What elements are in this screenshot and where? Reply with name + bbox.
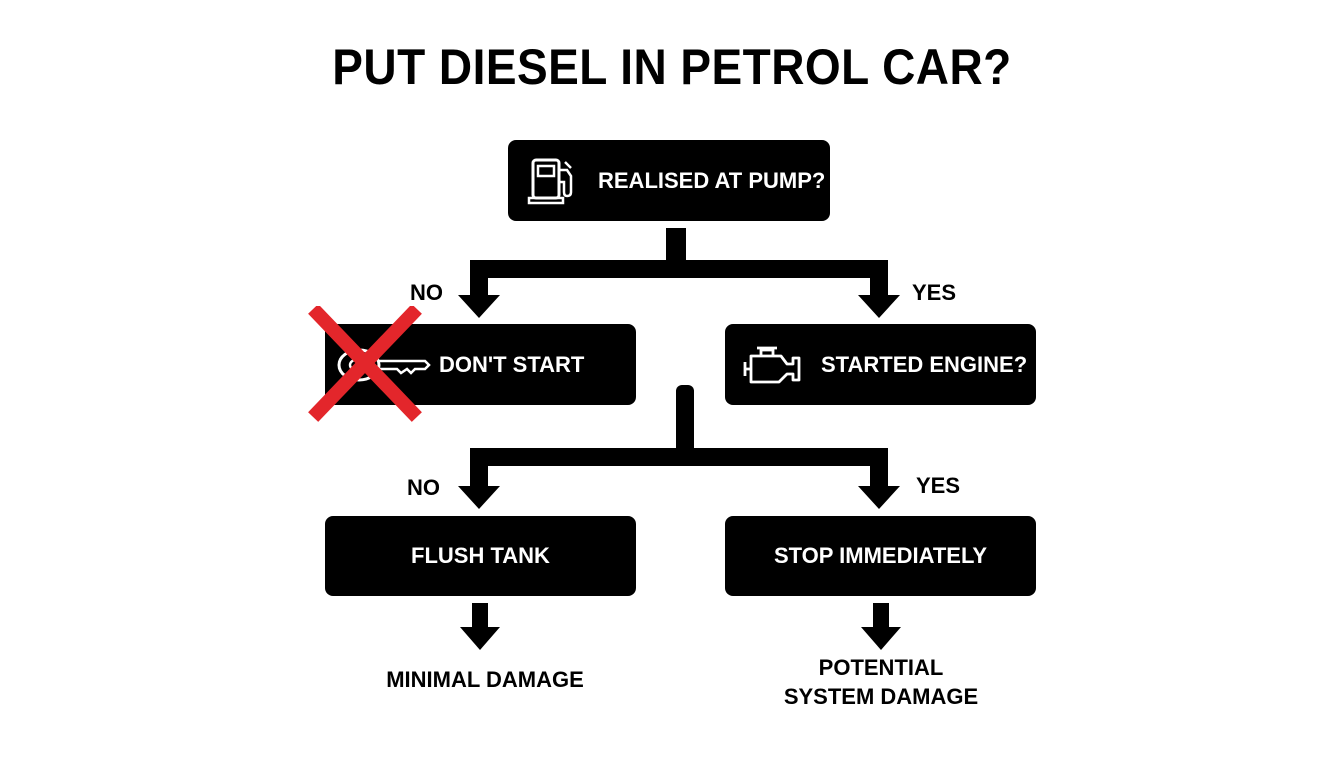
arrow-to-potential-damage [861, 627, 901, 650]
node-label: FLUSH TANK [411, 543, 550, 568]
arrow-to-started [858, 295, 900, 318]
node-flush-tank: FLUSH TANK [325, 516, 636, 596]
connector-engine-stem [676, 385, 694, 457]
connector-engine-bar [470, 448, 888, 466]
fuel-pump-icon [526, 154, 580, 208]
node-realised-at-pump: REALISED AT PUMP? [508, 140, 830, 221]
connector-stop-stem [873, 603, 889, 629]
node-label: DON'T START [439, 351, 585, 377]
arrow-to-flush [458, 486, 500, 509]
connector-engine-right-drop [870, 448, 888, 490]
branch-label-yes: YES [916, 473, 961, 498]
arrow-to-minimal-damage [460, 627, 500, 650]
connector-pump-stem [666, 228, 686, 270]
connector-pump-bar [470, 260, 888, 278]
red-cross-icon [308, 306, 422, 422]
branch-label-no: NO [407, 475, 440, 500]
outcome-minimal-damage: MINIMAL DAMAGE [360, 665, 610, 694]
connector-pump-left-drop [470, 260, 488, 300]
branch-label-no: NO [410, 280, 443, 305]
outcome-text: MINIMAL DAMAGE [386, 667, 584, 692]
node-label: STARTED ENGINE? [821, 351, 1028, 377]
arrow-to-stop [858, 486, 900, 509]
node-stop-immediately: STOP IMMEDIATELY [725, 516, 1036, 596]
outcome-line-1: POTENTIAL [818, 655, 944, 680]
outcome-potential-damage: POTENTIAL SYSTEM DAMAGE [756, 653, 1006, 711]
branch-label-yes: YES [912, 280, 957, 305]
page-title: PUT DIESEL IN PETROL CAR? [332, 39, 1012, 95]
node-dont-start: DON'T START [325, 324, 636, 405]
node-label: REALISED AT PUMP? [598, 167, 826, 193]
arrow-to-dont-start [458, 295, 500, 318]
connector-flush-stem [472, 603, 488, 629]
outcome-line-2: SYSTEM DAMAGE [783, 684, 979, 709]
engine-icon [739, 340, 805, 390]
connector-engine-left-drop [470, 448, 488, 490]
node-started-engine: STARTED ENGINE? [725, 324, 1036, 405]
connector-pump-right-drop [870, 260, 888, 300]
node-label: STOP IMMEDIATELY [773, 543, 988, 568]
